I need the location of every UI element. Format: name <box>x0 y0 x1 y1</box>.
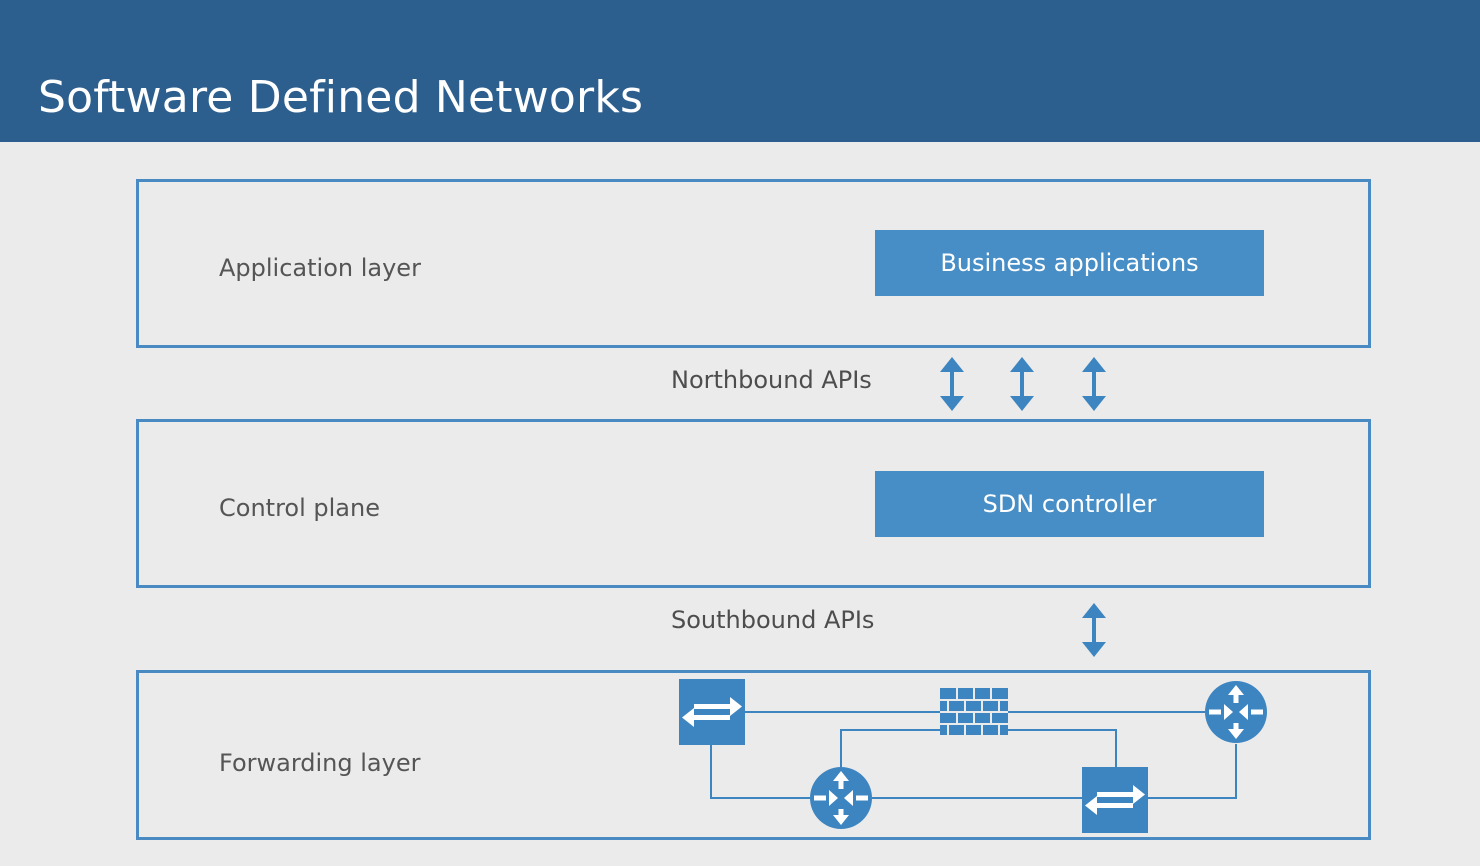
southbound-arrow-icon <box>1080 601 1108 659</box>
router-icon <box>1205 681 1267 743</box>
northbound-arrow-icon <box>938 355 966 413</box>
firewall-icon <box>940 688 1008 735</box>
application-layer: Application layer Business applications <box>136 179 1371 348</box>
application-layer-label: Application layer <box>219 254 421 282</box>
switch-icon <box>679 679 745 745</box>
sdn-controller-box: SDN controller <box>875 471 1264 537</box>
router-icon <box>810 767 872 829</box>
title-bar: Software Defined Networks <box>0 0 1480 142</box>
forwarding-layer-label: Forwarding layer <box>219 749 421 777</box>
northbound-arrow-icon <box>1080 355 1108 413</box>
switch-icon <box>1082 767 1148 833</box>
control-plane-label: Control plane <box>219 494 380 522</box>
control-plane-layer: Control plane SDN controller <box>136 419 1371 588</box>
slide-title: Software Defined Networks <box>38 72 644 123</box>
forwarding-layer: Forwarding layer <box>136 670 1371 840</box>
business-applications-box: Business applications <box>875 230 1264 296</box>
northbound-apis-label: Northbound APIs <box>671 366 872 394</box>
southbound-apis-label: Southbound APIs <box>671 606 875 634</box>
northbound-arrow-icon <box>1008 355 1036 413</box>
